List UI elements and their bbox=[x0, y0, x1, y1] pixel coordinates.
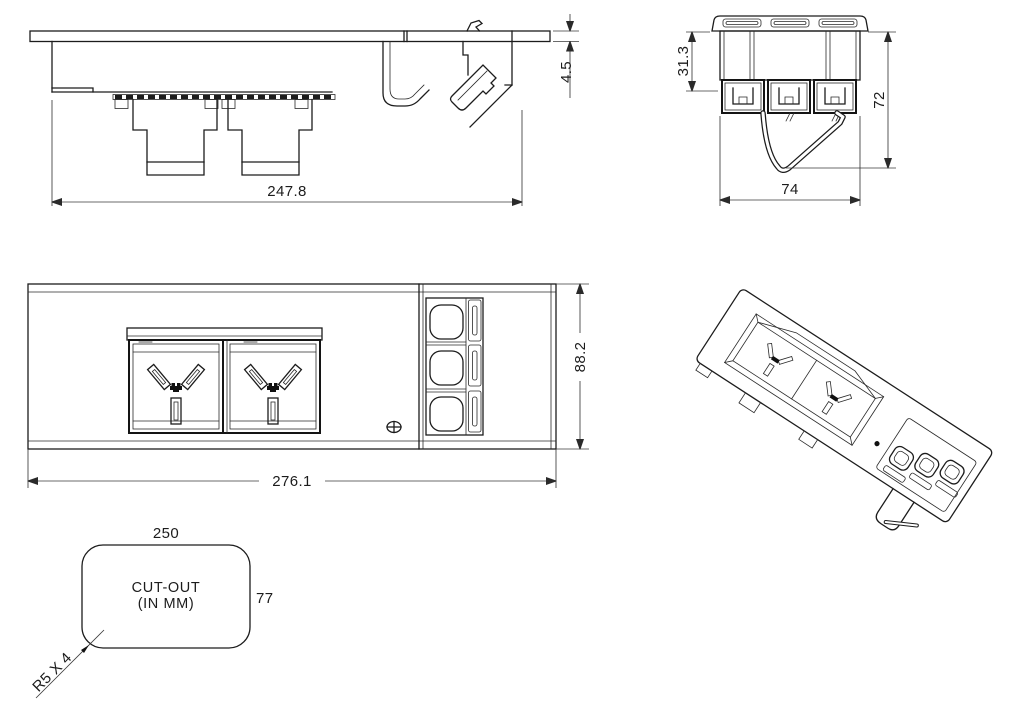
side-section-view: 247.8 4.5 bbox=[29, 14, 579, 206]
dim-end-width: 74 bbox=[719, 116, 861, 206]
dim-front-width: 276.1 bbox=[27, 449, 557, 490]
iso-socket-left bbox=[762, 342, 794, 377]
grommet-panel bbox=[425, 297, 484, 436]
cutout-view: CUT-OUT (IN MM) 250 77 R5 X 4 bbox=[29, 525, 274, 699]
latch-hook-tab bbox=[466, 19, 484, 32]
cutout-subtitle: (IN MM) bbox=[138, 596, 195, 612]
end-body bbox=[719, 30, 861, 81]
latch-mechanism bbox=[382, 40, 513, 128]
cutout-outline bbox=[81, 544, 251, 649]
plug-mark bbox=[267, 383, 279, 392]
socket-housing-left bbox=[132, 98, 218, 176]
iso-screw-dot bbox=[874, 441, 880, 447]
dim-text-276-1: 276.1 bbox=[272, 473, 312, 490]
isometric-view bbox=[695, 289, 993, 531]
socket-right bbox=[243, 363, 303, 425]
plug-mark bbox=[170, 383, 182, 392]
dim-plate-thickness: 4.5 bbox=[553, 14, 579, 98]
dim-text-77: 77 bbox=[256, 590, 274, 607]
socket-left bbox=[146, 363, 206, 425]
dim-side-width: 247.8 bbox=[51, 100, 523, 206]
power-socket-module bbox=[126, 327, 323, 434]
iso-socket-right bbox=[821, 381, 853, 415]
front-frame bbox=[27, 283, 557, 450]
dim-text-4-5: 4.5 bbox=[558, 61, 575, 83]
pcb-strip bbox=[112, 94, 336, 100]
iso-socket-recess bbox=[724, 313, 885, 446]
dim-text-72: 72 bbox=[871, 91, 888, 109]
end-spring-wire bbox=[760, 110, 846, 173]
front-view: 88.2 276.1 bbox=[27, 283, 589, 490]
dim-overall-depth: 72 bbox=[786, 31, 896, 169]
spring-clip bbox=[449, 64, 497, 111]
dim-text-88-2: 88.2 bbox=[572, 342, 589, 373]
side-mounting-plate bbox=[29, 19, 551, 43]
slot-strips bbox=[468, 299, 482, 433]
dim-front-height: 88.2 bbox=[556, 283, 589, 450]
socket-housing-right bbox=[227, 98, 313, 176]
screw-icon bbox=[386, 420, 402, 434]
cutout-title: CUT-OUT bbox=[132, 580, 201, 596]
dim-text-250: 250 bbox=[153, 525, 179, 542]
iso-connector-end bbox=[876, 418, 977, 512]
end-top-flange bbox=[711, 15, 869, 32]
dim-text-31-3: 31.3 bbox=[675, 46, 692, 77]
dim-clamp-depth: 31.3 bbox=[675, 31, 718, 92]
end-view: 31.3 72 74 bbox=[675, 15, 896, 206]
dim-text-r5x4: R5 X 4 bbox=[29, 649, 75, 695]
dim-text-247-8: 247.8 bbox=[267, 183, 307, 200]
side-body bbox=[51, 40, 513, 176]
dim-text-74: 74 bbox=[781, 181, 799, 198]
radius-leader: R5 X 4 bbox=[29, 629, 105, 699]
mounting-clips bbox=[114, 99, 309, 109]
iso-underside-parts bbox=[695, 362, 919, 531]
